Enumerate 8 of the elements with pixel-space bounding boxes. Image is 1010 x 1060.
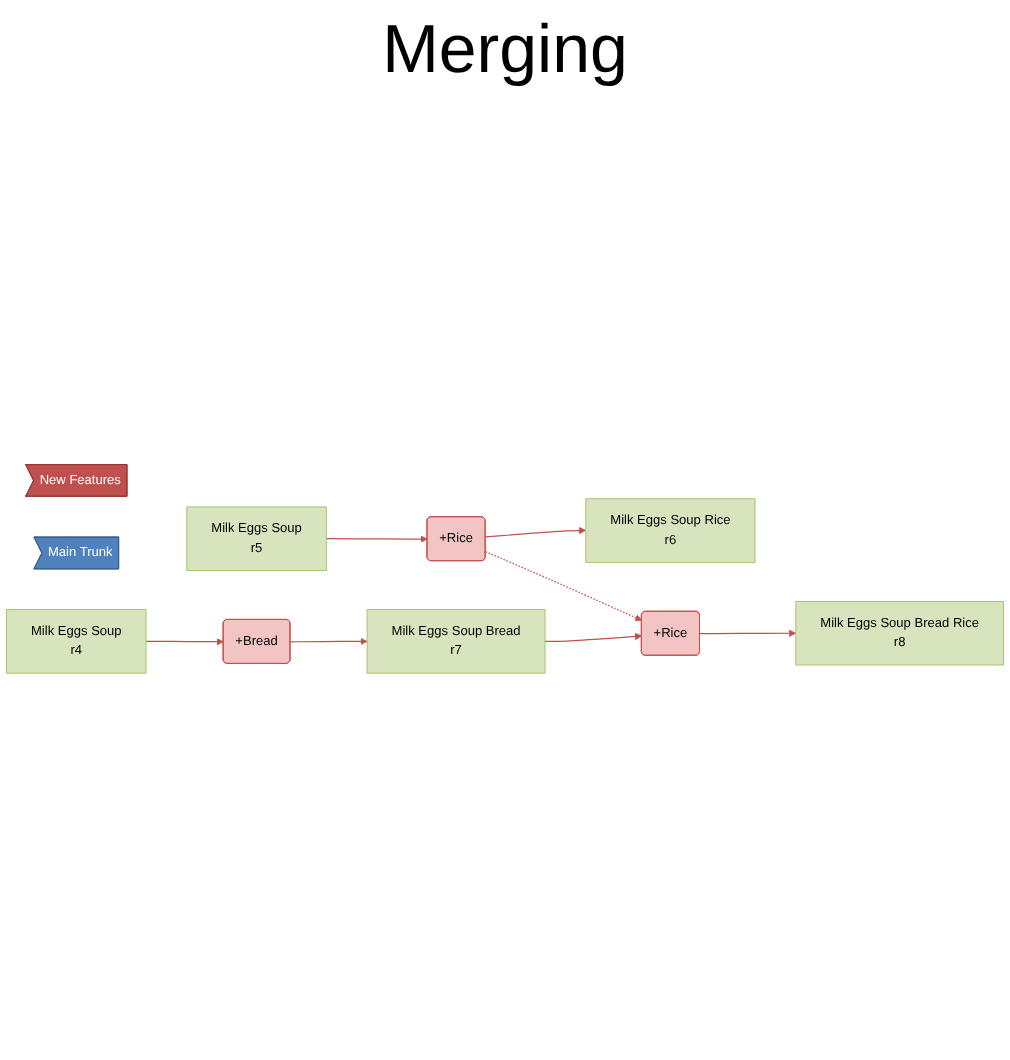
arrow <box>484 550 643 621</box>
arrow <box>145 637 224 645</box>
diagram-title: Merging <box>380 12 630 90</box>
arrow <box>544 631 643 642</box>
arrow <box>325 534 428 542</box>
arrow <box>699 628 797 636</box>
arrow <box>484 526 587 537</box>
arrow <box>289 636 368 645</box>
